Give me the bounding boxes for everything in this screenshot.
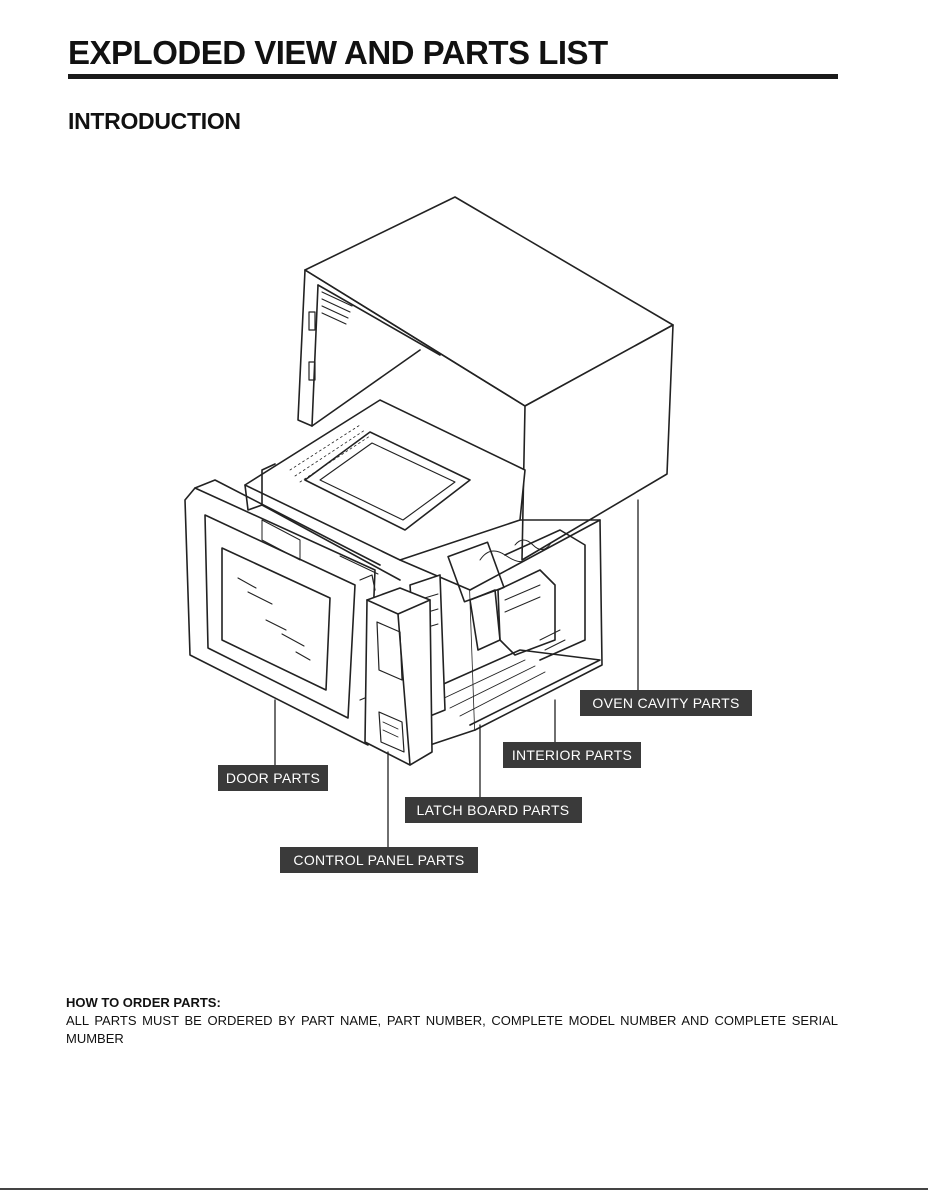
callout-label-interior: INTERIOR PARTS bbox=[512, 747, 632, 763]
title-divider bbox=[68, 74, 838, 79]
callout-control-panel-parts: CONTROL PANEL PARTS bbox=[280, 847, 478, 873]
outer-cabinet bbox=[297, 196, 674, 561]
ordering-instructions: HOW TO ORDER PARTS: ALL PARTS MUST BE OR… bbox=[66, 994, 838, 1048]
ordering-text: ALL PARTS MUST BE ORDERED BY PART NAME, … bbox=[66, 1013, 838, 1046]
ordering-heading: HOW TO ORDER PARTS: bbox=[66, 995, 221, 1010]
callout-interior-parts: INTERIOR PARTS bbox=[503, 742, 641, 768]
callout-label-door: DOOR PARTS bbox=[226, 770, 320, 786]
control-panel-assembly bbox=[364, 587, 433, 766]
callout-latch-board-parts: LATCH BOARD PARTS bbox=[405, 797, 582, 823]
callout-label-control-panel: CONTROL PANEL PARTS bbox=[293, 852, 464, 868]
callout-oven-cavity-parts: OVEN CAVITY PARTS bbox=[580, 690, 752, 716]
bottom-divider bbox=[0, 1188, 928, 1190]
section-title: INTRODUCTION bbox=[68, 108, 241, 134]
leader-lines bbox=[274, 499, 639, 851]
oven-chassis bbox=[244, 399, 603, 746]
callout-label-oven-cavity: OVEN CAVITY PARTS bbox=[592, 695, 739, 711]
callout-door-parts: DOOR PARTS bbox=[218, 765, 328, 791]
page-title: EXPLODED VIEW AND PARTS LIST bbox=[68, 34, 608, 71]
callout-label-latch-board: LATCH BOARD PARTS bbox=[417, 802, 570, 818]
